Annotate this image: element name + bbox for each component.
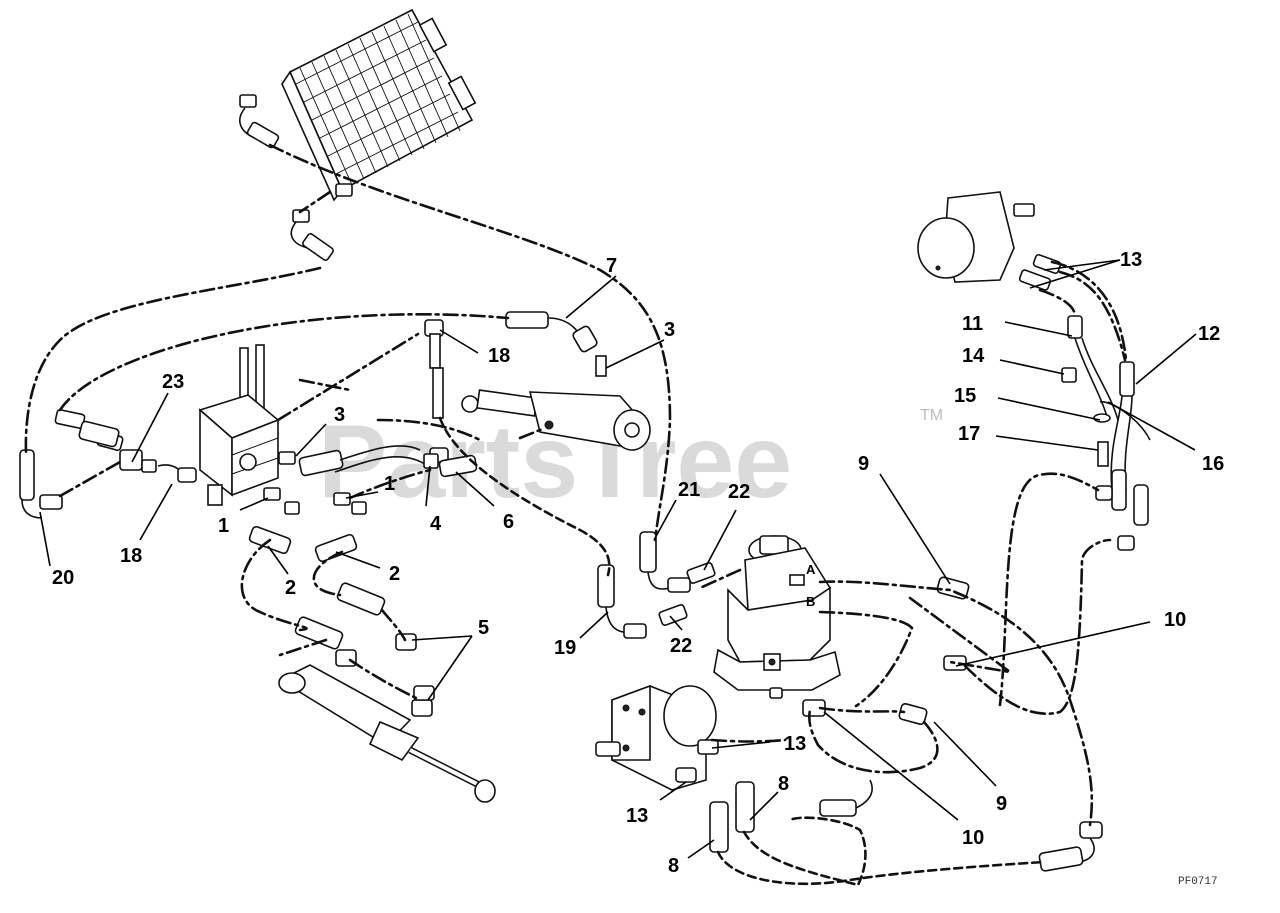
callout-11: 11	[962, 313, 983, 335]
callout-23: 23	[162, 371, 184, 393]
callout-4: 4	[430, 513, 442, 535]
port-label-b: B	[806, 594, 815, 609]
callout-18b: 18	[120, 545, 142, 567]
callout-5: 5	[478, 617, 489, 639]
port-label-a: A	[806, 562, 816, 577]
callout-1b: 1	[218, 515, 229, 537]
callout-13c: 13	[626, 805, 648, 827]
callout-leaders	[39, 259, 1197, 859]
callout-labels: 1 1 2 2 3 3 4 5 6 7 8 8 9 9 10 10 11 12 …	[52, 249, 1224, 877]
callout-6: 6	[503, 511, 514, 533]
callout-17: 17	[958, 423, 980, 445]
callout-12: 12	[1198, 323, 1220, 345]
callout-22b: 22	[670, 635, 692, 657]
hose-lines	[24, 143, 1128, 887]
control-valve	[198, 344, 280, 506]
lower-left-hose-cylinder	[248, 525, 496, 803]
callout-18a: 18	[488, 345, 510, 367]
right-hose-fittings	[1061, 315, 1151, 551]
hydraulic-pump	[713, 535, 841, 699]
callout-20: 20	[52, 567, 74, 589]
callout-15: 15	[954, 385, 976, 407]
callout-8b: 8	[668, 855, 679, 877]
wheel-motor-right	[917, 191, 1062, 291]
callout-3b: 3	[334, 404, 345, 426]
cooler-fittings	[239, 94, 353, 261]
callout-10b: 10	[962, 827, 984, 849]
callout-13b: 13	[784, 733, 806, 755]
left-hose-fittings	[19, 311, 716, 639]
callout-7: 7	[606, 255, 617, 277]
callout-3a: 3	[664, 319, 675, 341]
callout-10a: 10	[1164, 609, 1186, 631]
callout-2a: 2	[285, 577, 296, 599]
callout-21: 21	[678, 479, 700, 501]
wheel-motor-left	[595, 684, 719, 791]
callout-1a: 1	[384, 473, 395, 495]
callout-19: 19	[554, 637, 576, 659]
callout-16: 16	[1202, 453, 1224, 475]
callout-9b: 9	[996, 793, 1007, 815]
callout-13a: 13	[1120, 249, 1142, 271]
callout-14: 14	[962, 345, 985, 367]
callout-8a: 8	[778, 773, 789, 795]
watermark-trademark: TM	[920, 407, 943, 424]
callout-9a: 9	[858, 453, 869, 475]
callout-22a: 22	[728, 481, 750, 503]
oil-cooler	[281, 8, 477, 202]
figure-code: PF0717	[1178, 876, 1218, 888]
center-cylinder	[461, 389, 651, 451]
callout-2b: 2	[389, 563, 400, 585]
